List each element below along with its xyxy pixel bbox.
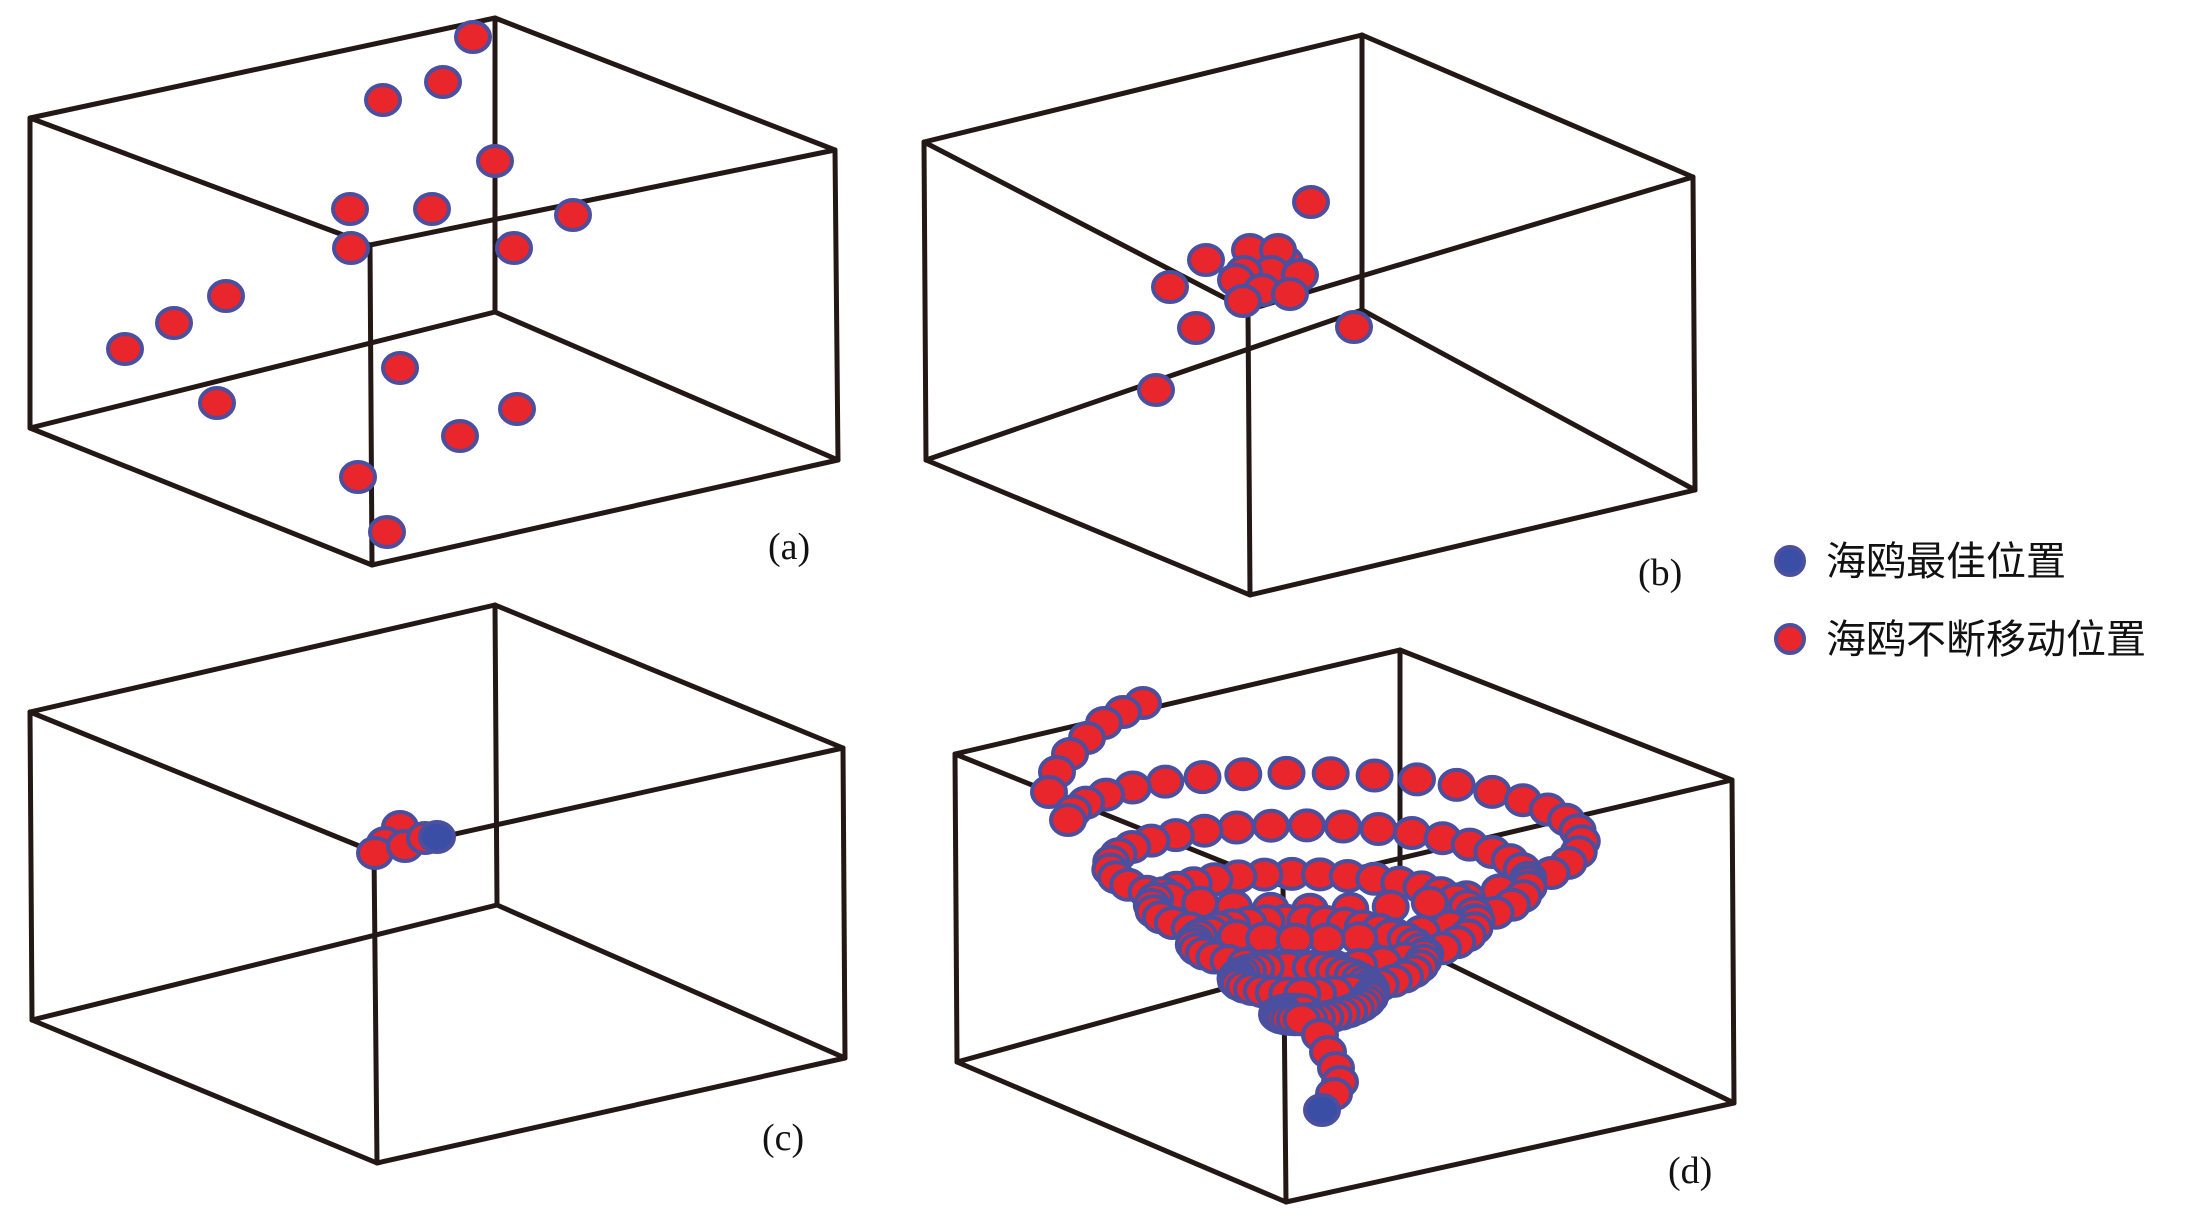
moving-seagull-dot	[368, 515, 406, 549]
moving-seagull-dot	[1398, 762, 1436, 797]
panel-a-box-edge	[27, 115, 373, 248]
panel-d-box-edge	[1283, 1100, 1737, 1205]
panel-c-box-edge	[492, 602, 846, 751]
panel-c-box-edge	[494, 902, 848, 1061]
moving-seagull-dot	[1287, 808, 1326, 843]
legend-moving-marker	[1774, 623, 1806, 655]
panel-a-box-edge	[367, 242, 375, 568]
panel-a-box-edge	[492, 15, 838, 153]
moving-seagull-dot	[106, 332, 144, 366]
moving-seagull-dot	[339, 460, 377, 494]
panel-b-box-edge	[921, 32, 1365, 145]
panel-b-box-edge	[1690, 174, 1698, 493]
panel-b-box-edge	[1359, 307, 1698, 493]
moving-seagull-dot	[1324, 809, 1362, 844]
panel-b	[921, 32, 1698, 598]
moving-seagull-dot	[1049, 803, 1087, 837]
panel-a-box-edge	[369, 457, 841, 568]
best-seagull-dot	[1303, 1093, 1341, 1127]
moving-seagull-dot	[1392, 816, 1431, 850]
moving-seagull-dot	[1187, 243, 1225, 277]
moving-seagull-dot	[1177, 311, 1215, 345]
moving-seagull-dot	[1437, 767, 1476, 802]
panel-a	[27, 15, 841, 568]
legend-best-label: 海鸥最佳位置	[1826, 539, 2066, 585]
panel-d	[952, 647, 1737, 1205]
panel-d-box-edge	[1397, 937, 1737, 1106]
moving-seagull-dot	[498, 392, 536, 426]
moving-seagull-dot	[1151, 270, 1189, 304]
legend: 海鸥最佳位置 海鸥不断移动位置	[1774, 539, 2146, 663]
panel-a-box-edge	[367, 147, 838, 248]
panel-a-box-edge	[492, 309, 841, 463]
panel-b-box-edge	[921, 139, 929, 463]
moving-seagull-dot	[332, 231, 370, 265]
moving-seagull-dot	[554, 198, 592, 232]
panel-c-box-edge	[27, 602, 498, 715]
moving-seagull-dot	[441, 419, 479, 453]
panel-d-box-edge	[952, 751, 960, 1065]
moving-seagull-dot	[454, 20, 492, 54]
panel-a-box-edge	[27, 425, 375, 568]
panel-a-box-edge	[27, 309, 498, 431]
moving-seagull-dot	[331, 192, 369, 226]
panel-d-box-edge	[1397, 647, 1735, 783]
panel-c-box-edge	[27, 709, 35, 1023]
moving-seagull-dot	[1335, 310, 1373, 344]
moving-seagull-dot	[1359, 812, 1398, 846]
moving-seagull-dot	[1217, 810, 1256, 845]
legend-best-marker	[1774, 545, 1806, 577]
panel-a-box-edge	[27, 15, 498, 121]
moving-seagull-dot	[207, 279, 245, 313]
panel-d-box-edge	[952, 647, 1403, 757]
panel-c-box-edge	[374, 1055, 848, 1166]
panel-b-label: (b)	[1638, 552, 1682, 594]
panel-b-box-edge	[1245, 174, 1696, 313]
panel-c	[27, 602, 848, 1166]
panel-b-box-edge	[1245, 307, 1253, 598]
moving-seagull-dot	[364, 83, 402, 117]
moving-seagull-dot	[1146, 764, 1185, 799]
moving-seagull-dot	[1030, 775, 1068, 809]
panel-c-box-edge	[29, 902, 500, 1023]
moving-seagull-dot	[476, 144, 514, 178]
moving-seagull-dot	[1267, 755, 1306, 790]
moving-seagull-dot	[198, 386, 236, 420]
panel-c-box-edge	[371, 849, 380, 1166]
panel-a-label: (a)	[768, 526, 810, 568]
moving-seagull-dot	[1252, 808, 1291, 843]
panel-d-label: (d)	[1668, 1150, 1712, 1192]
panel-a-box-edge	[832, 147, 841, 463]
moving-seagull-dot	[1137, 373, 1175, 407]
moving-seagull-dot	[424, 65, 462, 99]
moving-seagull-dot	[1292, 185, 1330, 219]
moving-seagull-dot	[495, 231, 533, 265]
panel-b-box-edge	[1247, 487, 1698, 598]
moving-seagull-dot	[1183, 760, 1222, 795]
best-seagull-dot	[418, 820, 456, 854]
panel-d-box-edge	[954, 1059, 1289, 1205]
panel-c-box-edge	[29, 1017, 380, 1166]
moving-seagull-dot	[155, 306, 193, 340]
panel-c-box-edge	[840, 745, 848, 1061]
panel-c-label: (c)	[762, 1117, 804, 1159]
moving-seagull-dot	[1355, 758, 1394, 793]
panel-c-box-edge	[27, 709, 377, 855]
moving-seagull-dot	[1224, 757, 1263, 792]
moving-seagull-dot	[1224, 284, 1262, 318]
panel-c-box-edge	[492, 602, 500, 908]
legend-moving-label: 海鸥不断移动位置	[1826, 617, 2146, 663]
moving-seagull-dot	[413, 192, 451, 226]
panel-b-box-edge	[921, 139, 1251, 313]
moving-seagull-dot	[381, 351, 419, 385]
moving-seagull-dot	[1311, 756, 1350, 791]
panel-b-box-edge	[923, 457, 1253, 598]
panel-b-box-edge	[1359, 32, 1696, 180]
panel-d-box-edge	[1729, 777, 1737, 1106]
moving-seagull-dot	[1271, 277, 1309, 311]
